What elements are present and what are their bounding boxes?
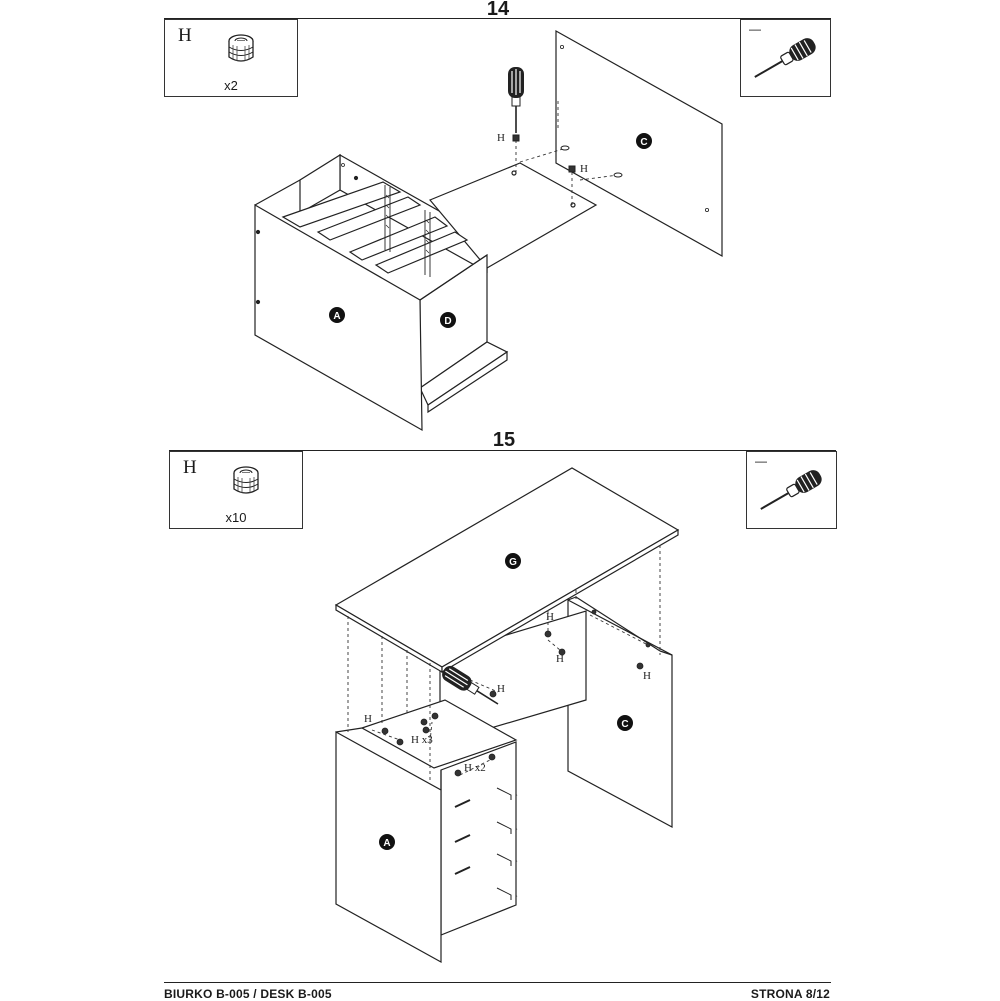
hardware-letter: H bbox=[183, 457, 197, 478]
svg-text:D: D bbox=[444, 316, 451, 327]
bottom-board bbox=[429, 162, 598, 269]
cam-lock-fitting-icon bbox=[228, 34, 254, 62]
svg-text:A: A bbox=[383, 838, 390, 849]
screwdriver-icon bbox=[507, 66, 525, 134]
hardware-box: H x2 bbox=[164, 19, 298, 97]
part-badge-a: A bbox=[329, 307, 345, 323]
part-badge-g: G bbox=[505, 553, 521, 569]
screwdriver-icon bbox=[754, 38, 816, 78]
tool-label: — bbox=[749, 22, 761, 36]
screwdriver-icon bbox=[442, 665, 499, 705]
step-divider bbox=[164, 18, 831, 19]
svg-text:G: G bbox=[509, 557, 517, 568]
step-14-drawing bbox=[254, 29, 723, 432]
footer-product-title: BIURKO B-005 / DESK B-005 bbox=[164, 987, 332, 1001]
tool-box: — bbox=[746, 451, 837, 529]
part-badge-c: C bbox=[617, 715, 633, 731]
svg-text:C: C bbox=[640, 137, 647, 148]
hardware-box: H x10 bbox=[169, 451, 303, 529]
step-number: 15 bbox=[492, 429, 516, 451]
tool-label: — bbox=[755, 454, 767, 468]
tool-box: — bbox=[740, 19, 831, 97]
hardware-callout: H bbox=[497, 683, 505, 695]
hardware-callout: H bbox=[497, 132, 505, 144]
hardware-quantity: x2 bbox=[224, 78, 238, 93]
hardware-callout: H bbox=[643, 670, 651, 682]
step-divider bbox=[169, 450, 836, 451]
hardware-callout: H bbox=[580, 163, 588, 175]
cam-fittings bbox=[512, 134, 623, 178]
step-number: 14 bbox=[486, 0, 510, 20]
footer-divider bbox=[164, 982, 831, 983]
cam-fittings bbox=[381, 609, 651, 777]
cam-lock-fitting-icon bbox=[233, 466, 259, 494]
hardware-callout: H x2 bbox=[464, 762, 486, 774]
hardware-callout: H x3 bbox=[411, 734, 433, 746]
svg-text:C: C bbox=[621, 719, 628, 730]
hardware-callout: H bbox=[546, 611, 554, 623]
hardware-letter: H bbox=[178, 25, 192, 46]
svg-text:A: A bbox=[333, 311, 340, 322]
hardware-callout: H bbox=[364, 713, 372, 725]
hardware-quantity: x10 bbox=[225, 510, 247, 525]
footer-page-number: STRONA 8/12 bbox=[750, 987, 830, 1001]
step-15-drawing bbox=[334, 467, 680, 964]
part-badge-a: A bbox=[379, 834, 395, 850]
part-badge-c: C bbox=[636, 133, 652, 149]
screwdriver-icon bbox=[760, 470, 822, 510]
part-badge-d: D bbox=[440, 312, 456, 328]
hardware-callout: H bbox=[556, 653, 564, 665]
